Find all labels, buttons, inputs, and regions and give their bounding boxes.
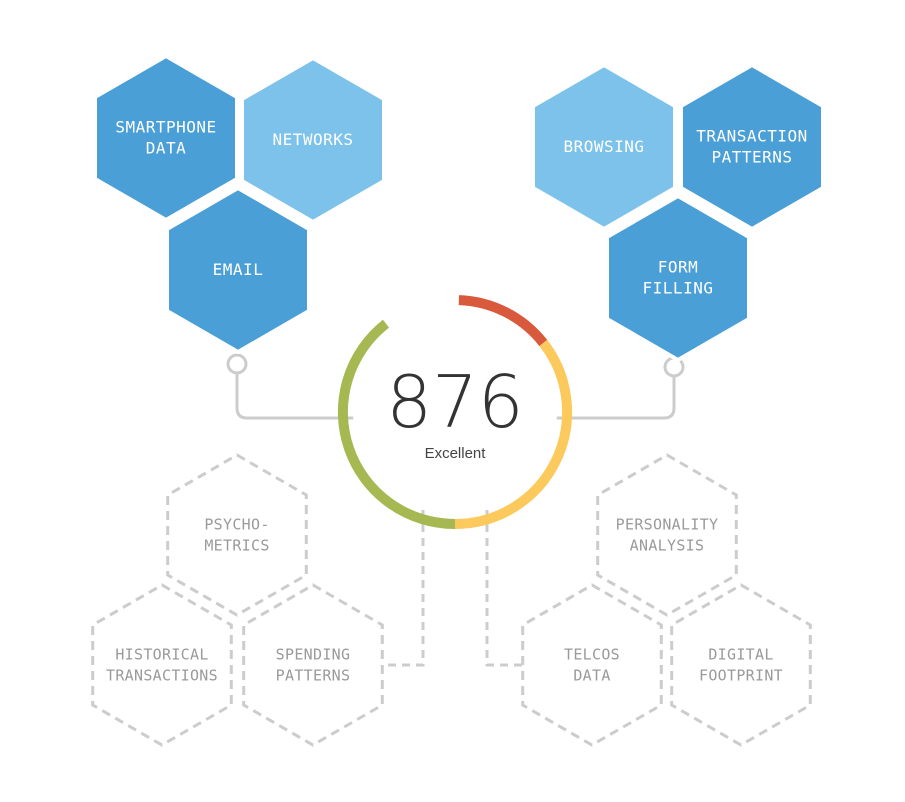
hex-digital-footprint: DIGITAL FOOTPRINT <box>670 583 812 747</box>
solid-connector <box>235 373 360 420</box>
hex-label: PERSONALITY <box>616 516 719 534</box>
hex-label: HISTORICAL <box>115 646 208 664</box>
hex-shape-dashed <box>596 453 738 617</box>
gauge-arc-red <box>458 295 548 347</box>
hex-label: EMAIL <box>213 260 264 279</box>
gauge-arc-yellow <box>454 339 573 529</box>
hex-label: SPENDING <box>276 646 351 664</box>
hex-label: TRANSACTION <box>696 127 807 146</box>
gauge-arc-green <box>337 319 456 529</box>
hex-shape <box>605 193 751 363</box>
score-gauge: 876 Excellent <box>337 295 573 529</box>
hex-label: TELCOS <box>564 646 620 664</box>
hex-email: EMAIL <box>165 185 311 355</box>
hex-shape <box>679 62 825 232</box>
hex-shape <box>165 185 311 355</box>
hex-shape <box>531 62 677 232</box>
hex-spending-patterns: SPENDING PATTERNS <box>242 583 384 747</box>
dashed-connector <box>387 510 425 667</box>
hex-label: SMARTPHONE <box>115 118 216 137</box>
connector-node <box>226 353 248 375</box>
dashed-connector <box>485 510 523 667</box>
hex-label: FOOTPRINT <box>699 667 783 685</box>
hex-shape-dashed <box>670 583 812 747</box>
connector-lines <box>226 353 685 667</box>
hex-shape-dashed <box>521 583 663 747</box>
hex-networks: NETWORKS <box>240 55 386 225</box>
hex-label: PSYCHO- <box>204 516 269 534</box>
solid-connector <box>552 376 676 420</box>
hex-browsing: BROWSING <box>531 62 677 232</box>
hex-personality-analysis: PERSONALITY ANALYSIS <box>596 453 738 617</box>
hex-smartphone-data: SMARTPHONE DATA <box>93 53 239 223</box>
gauge-background <box>353 310 557 514</box>
hex-historical-transactions: HISTORICAL TRANSACTIONS <box>91 583 233 747</box>
hex-label: DATA <box>146 139 187 158</box>
hex-label: ANALYSIS <box>630 537 705 555</box>
hex-label: PATTERNS <box>276 667 351 685</box>
hex-shape <box>240 55 386 225</box>
hex-label: TRANSACTIONS <box>106 667 218 685</box>
hex-label: FILLING <box>643 279 714 298</box>
hex-shape-dashed <box>166 453 308 617</box>
hex-label: NETWORKS <box>272 130 353 149</box>
hex-label: BROWSING <box>563 137 644 156</box>
hex-psychometrics: PSYCHO- METRICS <box>166 453 308 617</box>
hex-label: METRICS <box>204 537 269 555</box>
hex-label: FORM <box>658 258 699 277</box>
hex-telcos-data: TELCOS DATA <box>521 583 663 747</box>
hex-label: PATTERNS <box>711 148 792 167</box>
score-value: 876 <box>386 360 523 444</box>
hex-shape-dashed <box>91 583 233 747</box>
hexagon-group: SMARTPHONE DATA NETWORKS EMAIL BROWSING TRANS… <box>91 53 825 747</box>
hex-label: DIGITAL <box>708 646 773 664</box>
hex-transaction-patterns: TRANSACTION PATTERNS <box>679 62 825 232</box>
hex-form-filling: FORM FILLING <box>605 193 751 363</box>
hex-label: DATA <box>573 667 610 685</box>
score-rating: Excellent <box>425 445 487 462</box>
hex-shape <box>93 53 239 223</box>
hex-shape-dashed <box>242 583 384 747</box>
